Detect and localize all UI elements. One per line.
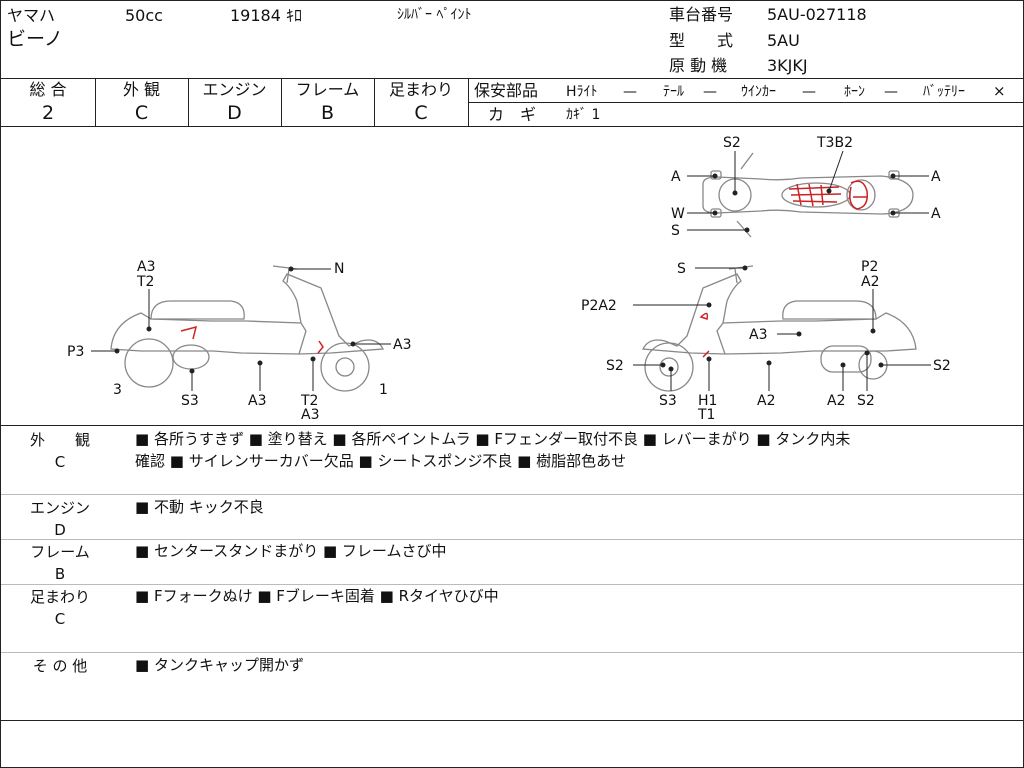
divider bbox=[1, 652, 1023, 653]
label-top-a-ur: A bbox=[931, 169, 941, 185]
section-engine-line-1: ■ 不動 キック不良 bbox=[135, 498, 264, 516]
label-right-t1: T1 bbox=[697, 407, 715, 423]
grade-overall-value: 2 bbox=[41, 102, 55, 124]
color: ｼﾙﾊﾞｰ ﾍﾟｲﾝﾄ bbox=[397, 7, 472, 23]
grade-suspension-label: 足まわり bbox=[388, 80, 453, 99]
maker: ヤマハ bbox=[7, 6, 56, 25]
displacement: 50cc bbox=[125, 6, 163, 25]
key-value: ｶｷﾞ 1 bbox=[566, 107, 601, 123]
section-other-title: そ の 他 bbox=[32, 657, 88, 675]
section-exterior-grade: C bbox=[54, 453, 66, 471]
label-right-s2-b: S2 bbox=[857, 393, 875, 409]
type-label: 型 式 bbox=[669, 31, 734, 50]
section-exterior-line-2: 確認 ■ サイレンサーカバー欠品 ■ シートスポンジ不良 ■ 樹脂部色あせ bbox=[135, 452, 627, 470]
label-right-a2-b1: A2 bbox=[757, 393, 775, 409]
label-right-a3: A3 bbox=[749, 327, 767, 343]
grade-frame-label: フレーム bbox=[295, 80, 360, 99]
divider bbox=[188, 78, 189, 126]
safety-item-battery: ﾊﾞｯﾃﾘｰ bbox=[923, 84, 965, 100]
grade-suspension-value: C bbox=[414, 102, 428, 124]
safety-status-tail: — bbox=[703, 84, 717, 100]
section-engine-title: エンジン bbox=[29, 499, 90, 517]
safety-status-winker: — bbox=[802, 84, 816, 100]
label-left-t2-bottom: T2 bbox=[300, 393, 318, 409]
frame-no-label: 車台番号 bbox=[669, 5, 734, 24]
section-engine-grade: D bbox=[54, 521, 66, 539]
label-left-a3-bottom: A3 bbox=[248, 393, 266, 409]
section-suspension-title: 足まわり bbox=[29, 588, 90, 606]
section-frame-grade: B bbox=[54, 565, 66, 583]
grade-frame-value: B bbox=[320, 102, 335, 124]
label-top-w: W bbox=[671, 206, 685, 222]
frame-no: 5AU-027118 bbox=[767, 5, 867, 24]
grade-engine-label: エンジン bbox=[202, 80, 267, 99]
engine-label: 原 動 機 bbox=[669, 56, 728, 75]
safety-item-horn: ﾎｰﾝ bbox=[844, 84, 865, 100]
scooter-diagram: S2 T3B2 A A W A S A3 T2 N P3 A3 3 S3 A3 … bbox=[67, 135, 951, 423]
safety-status-headlight: — bbox=[623, 84, 637, 100]
divider bbox=[468, 102, 1023, 103]
divider bbox=[1, 425, 1023, 426]
engine-value: 3KJKJ bbox=[767, 56, 808, 75]
divider bbox=[1, 126, 1023, 127]
label-left-t2: T2 bbox=[136, 274, 154, 290]
safety-label: 保安部品 bbox=[474, 81, 539, 100]
label-right-p2: P2 bbox=[861, 259, 878, 275]
label-left-p3: P3 bbox=[67, 344, 84, 360]
section-other-line-1: ■ タンクキャップ開かず bbox=[135, 656, 304, 674]
label-top-s2: S2 bbox=[723, 135, 741, 151]
label-right-s2-right: S2 bbox=[933, 358, 951, 374]
divider bbox=[1, 720, 1023, 721]
label-right-p2a2: P2A2 bbox=[581, 298, 617, 314]
divider bbox=[95, 78, 96, 126]
safety-status-battery: × bbox=[993, 82, 1006, 100]
safety-item-tail: ﾃｰﾙ bbox=[663, 84, 684, 100]
label-right-a2: A2 bbox=[861, 274, 879, 290]
grade-overall-label: 総 合 bbox=[29, 80, 67, 99]
safety-item-winker: ｳｲﾝｶｰ bbox=[741, 84, 776, 100]
grade-exterior-label: 外 観 bbox=[122, 80, 161, 99]
divider bbox=[468, 78, 469, 126]
key-label: カ ギ bbox=[488, 105, 537, 124]
label-left-s3: S3 bbox=[181, 393, 199, 409]
section-exterior-title: 外 観 bbox=[29, 431, 90, 449]
section-frame-line-1: ■ センタースタンドまがり ■ フレームさび中 bbox=[135, 542, 447, 560]
label-top-s: S bbox=[671, 223, 680, 239]
grade-exterior-value: C bbox=[134, 102, 149, 124]
label-right-h1: H1 bbox=[698, 393, 717, 409]
label-left-1: 1 bbox=[379, 382, 388, 398]
mileage: 19184 ｷﾛ bbox=[230, 6, 302, 25]
label-right-s: S bbox=[677, 261, 686, 277]
divider bbox=[1, 494, 1023, 495]
divider bbox=[281, 78, 282, 126]
label-right-s3: S3 bbox=[659, 393, 677, 409]
label-right-a2-b2: A2 bbox=[827, 393, 845, 409]
type-value: 5AU bbox=[767, 31, 800, 50]
label-left-n: N bbox=[334, 261, 344, 277]
safety-item-headlight: Hﾗｲﾄ bbox=[566, 84, 598, 100]
section-suspension-grade: C bbox=[54, 610, 66, 628]
label-left-a3-right: A3 bbox=[393, 337, 411, 353]
divider bbox=[1, 78, 1023, 79]
label-left-3: 3 bbox=[113, 382, 122, 398]
section-frame-title: フレーム bbox=[30, 543, 90, 561]
divider bbox=[1, 539, 1023, 540]
divider bbox=[1, 584, 1023, 585]
label-right-s2-left: S2 bbox=[606, 358, 624, 374]
safety-status-horn: — bbox=[884, 84, 898, 100]
section-suspension-line-1: ■ Fフォークぬけ ■ Fブレーキ固着 ■ Rタイヤひび中 bbox=[135, 587, 499, 605]
label-top-a-lr: A bbox=[931, 206, 941, 222]
model-name: ビーノ bbox=[7, 28, 63, 50]
label-top-t3b2: T3B2 bbox=[816, 135, 853, 151]
label-top-a-ul: A bbox=[671, 169, 681, 185]
divider bbox=[374, 78, 375, 126]
label-left-a3-bottom2: A3 bbox=[301, 407, 319, 423]
grade-engine-value: D bbox=[227, 102, 242, 124]
label-left-a3: A3 bbox=[137, 259, 155, 275]
section-exterior-line-1: ■ 各所うすきず ■ 塗り替え ■ 各所ペイントムラ ■ Fフェンダー取付不良 … bbox=[135, 430, 851, 448]
